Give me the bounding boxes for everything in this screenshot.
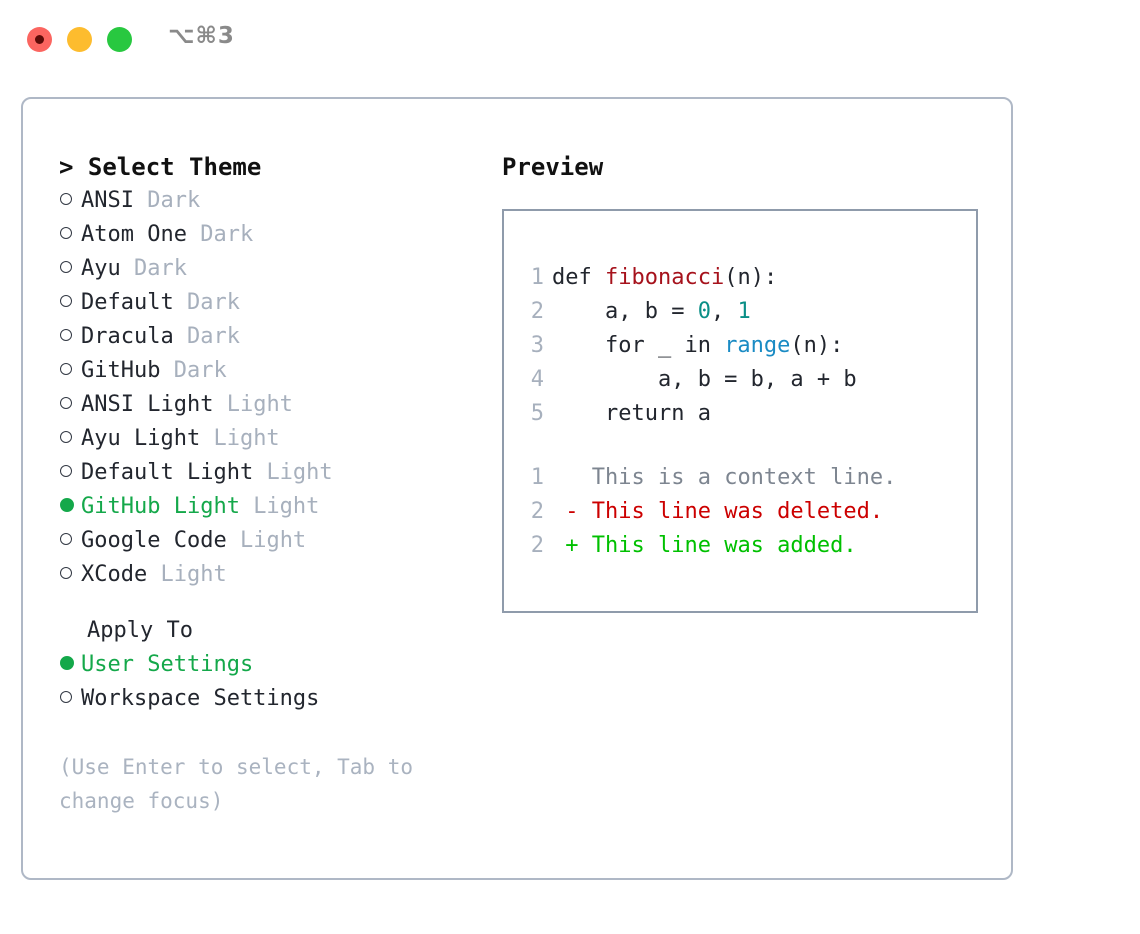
close-window-button[interactable] [27, 27, 52, 52]
code-token-call: range [724, 333, 791, 358]
code-token-plain: a, b = [552, 299, 698, 324]
code-token-plain: return a [552, 401, 711, 426]
code-line: 1 def fibonacci(n): [504, 261, 976, 295]
theme-option-variant: Light [239, 528, 307, 553]
preview-heading: Preview [502, 153, 604, 181]
code-line: 2 a, b = 0, 1 [504, 295, 976, 329]
theme-option-variant: Dark [173, 358, 227, 383]
theme-option-ayu-light[interactable]: Ayu Light Light [59, 422, 489, 456]
line-number: 1 [530, 265, 544, 290]
theme-option-xcode[interactable]: XCode Light [59, 558, 489, 592]
diff-line-ctx: 1 This is a context line. [504, 461, 976, 495]
diff-sample: 1 This is a context line.2 - This line w… [504, 461, 976, 563]
theme-option-variant: Dark [186, 290, 240, 315]
code-token-plain: (n): [790, 333, 844, 358]
diff-line-content: This is a context line. [578, 465, 897, 490]
theme-option-variant: Dark [186, 324, 240, 349]
theme-option-variant: Dark [147, 188, 201, 213]
theme-option-github[interactable]: GitHub Dark [59, 354, 489, 388]
line-number: 2 [530, 299, 544, 324]
theme-option-name: Atom One [81, 222, 201, 247]
line-number: 2 [530, 533, 544, 558]
theme-option-variant: Light [213, 426, 280, 451]
apply-to-option-name: Workspace Settings [81, 686, 320, 711]
code-token-plain: for _ in [552, 333, 725, 358]
code-token-plain: , [710, 299, 738, 324]
line-number: 2 [530, 499, 544, 524]
code-line: 3 for _ in range(n): [504, 329, 976, 363]
code-line: 4 a, b = b, a + b [504, 363, 976, 397]
code-line-content: for _ in range(n): [552, 329, 843, 363]
code-line-content: a, b = b, a + b [552, 363, 857, 397]
theme-option-google-code[interactable]: Google Code Light [59, 524, 489, 558]
theme-option-name: Default Light [81, 460, 267, 485]
theme-option-name: XCode [81, 562, 161, 587]
code-token-plain: a, b = b, a + b [552, 367, 857, 392]
keyboard-shortcut-label: ⌥⌘3 [168, 23, 235, 49]
code-line-content: return a [552, 397, 711, 431]
theme-option-ansi[interactable]: ANSI Dark [59, 184, 489, 218]
theme-option-default[interactable]: Default Dark [59, 286, 489, 320]
line-number: 4 [530, 367, 544, 392]
theme-option-github-light[interactable]: GitHub Light Light [59, 490, 489, 524]
code-spacer [504, 431, 976, 461]
theme-option-name: ANSI Light [81, 392, 227, 417]
code-line-content: a, b = 0, 1 [552, 295, 751, 329]
diff-line-del: 2 - This line was deleted. [504, 495, 976, 529]
theme-option-variant: Dark [200, 222, 254, 247]
diff-marker: + [552, 533, 579, 558]
theme-option-name: GitHub Light [81, 494, 254, 519]
apply-to-option-name: User Settings [81, 652, 254, 677]
theme-option-name: Default [81, 290, 187, 315]
theme-option-ayu[interactable]: Ayu Dark [59, 252, 489, 286]
code-line: 5 return a [504, 397, 976, 431]
theme-option-ansi-light[interactable]: ANSI Light Light [59, 388, 489, 422]
code-token-num: 0 [697, 299, 711, 324]
theme-option-name: ANSI [81, 188, 148, 213]
diff-line-content: This line was added. [578, 533, 857, 558]
theme-option-name: GitHub [81, 358, 174, 383]
theme-option-default-light[interactable]: Default Light Light [59, 456, 489, 490]
keyboard-hint-text: (Use Enter to select, Tab to change focu… [59, 755, 426, 813]
minimize-window-button[interactable] [67, 27, 92, 52]
theme-option-name: Ayu Light [81, 426, 214, 451]
line-number: 5 [530, 401, 544, 426]
diff-marker [552, 461, 579, 495]
theme-option-dracula[interactable]: Dracula Dark [59, 320, 489, 354]
code-line-content: def fibonacci(n): [552, 261, 777, 295]
theme-option-name: Google Code [81, 528, 240, 553]
diff-marker: - [552, 499, 579, 524]
theme-picker-heading: > Select Theme [59, 153, 262, 181]
code-token-plain: def [552, 265, 605, 290]
apply-to-option-workspace-settings[interactable]: Workspace Settings [59, 682, 489, 716]
maximize-window-button[interactable] [107, 27, 132, 52]
theme-option-variant: Light [253, 494, 320, 519]
title-bar: ⌥⌘3 [0, 0, 1140, 78]
apply-to-heading: Apply To [87, 618, 193, 643]
code-token-num: 1 [737, 299, 751, 324]
theme-option-variant: Dark [133, 256, 187, 281]
theme-option-variant: Light [160, 562, 227, 587]
theme-option-atom-one[interactable]: Atom One Dark [59, 218, 489, 252]
apply-to-option-user-settings[interactable]: User Settings [59, 648, 489, 682]
line-number: 3 [530, 333, 544, 358]
theme-option-variant: Light [266, 460, 333, 485]
theme-option-name: Ayu [81, 256, 134, 281]
theme-option-name: Dracula [81, 324, 187, 349]
line-number: 1 [530, 465, 544, 490]
theme-option-variant: Light [226, 392, 293, 417]
code-token-fn: fibonacci [604, 265, 725, 290]
diff-line-content: This line was deleted. [578, 499, 884, 524]
diff-line-add: 2 + This line was added. [504, 529, 976, 563]
code-token-plain: (n): [724, 265, 778, 290]
